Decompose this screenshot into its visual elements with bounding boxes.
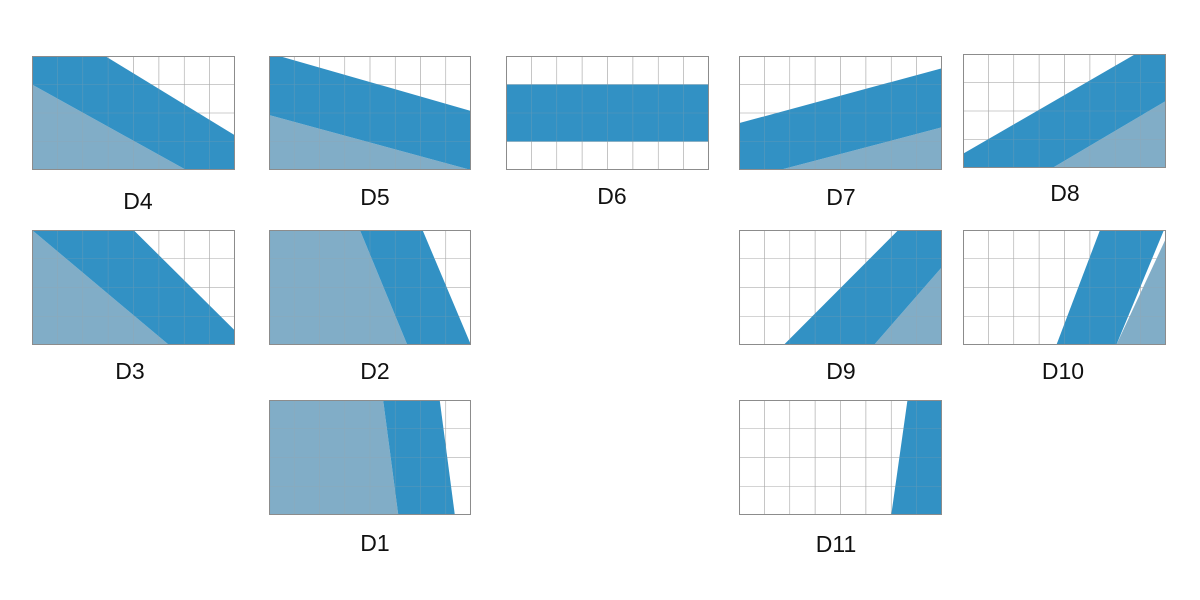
panel-border	[740, 231, 942, 345]
grid-overlay	[506, 56, 709, 170]
panel-d7-label: D7	[826, 184, 856, 210]
panel-d3	[32, 230, 235, 345]
band-region	[32, 230, 235, 345]
panel-d8-label: D8	[1050, 180, 1080, 206]
panel-d5	[269, 56, 471, 170]
panel-d5-label: D5	[360, 184, 390, 210]
panel-d10-label: D10	[1041, 358, 1085, 384]
panel-d9-plot	[739, 230, 942, 345]
panel-border	[740, 57, 942, 170]
panel-d6	[506, 56, 709, 170]
panel-d11	[739, 400, 942, 515]
band-region	[269, 56, 471, 170]
panel-border	[270, 231, 471, 345]
band-region	[783, 230, 942, 345]
panel-d3-plot	[32, 230, 235, 345]
shaded-region	[779, 127, 942, 170]
panel-d8-plot	[963, 54, 1166, 168]
panel-border	[270, 401, 471, 515]
panel-d3-label: D3	[115, 358, 145, 384]
shaded-region	[269, 400, 399, 515]
panel-d2	[269, 230, 471, 345]
band-region	[891, 400, 942, 515]
panel-d10-plot	[963, 230, 1166, 345]
panel-d8	[963, 54, 1166, 168]
grid-overlay	[739, 56, 942, 170]
grid-overlay	[269, 56, 471, 170]
panel-d4-label: D4	[123, 188, 153, 214]
panel-border	[507, 57, 709, 170]
band-region	[383, 400, 455, 515]
panel-border	[33, 57, 235, 170]
grid-overlay	[963, 54, 1166, 168]
grid-overlay	[32, 230, 235, 345]
panel-d2-label: D2	[360, 358, 390, 384]
panel-d4-plot	[32, 56, 235, 170]
panel-d9	[739, 230, 942, 345]
band-region	[32, 56, 235, 170]
panel-border	[740, 401, 942, 515]
panel-d2-plot	[269, 230, 471, 345]
panel-border	[964, 231, 1166, 345]
grid-overlay	[269, 230, 471, 345]
panel-border	[33, 231, 235, 345]
grid-overlay	[963, 230, 1166, 345]
panel-d4	[32, 56, 235, 170]
panel-d10	[963, 230, 1166, 345]
band-region	[506, 84, 709, 142]
panel-d11-plot	[739, 400, 942, 515]
panel-border	[270, 57, 471, 170]
panel-d1	[269, 400, 471, 515]
panel-d1-label: D1	[360, 530, 390, 556]
band-region	[359, 230, 471, 345]
panel-border	[964, 55, 1166, 168]
panel-d11-label: D11	[815, 531, 857, 557]
figure-title	[0, 6, 1200, 34]
band-region	[1056, 230, 1164, 345]
panel-d6-label: D6	[597, 183, 627, 209]
shaded-region	[1052, 100, 1166, 168]
grid-overlay	[32, 56, 235, 170]
panel-d1-plot	[269, 400, 471, 515]
grid-overlay	[739, 400, 942, 515]
panel-d7	[739, 56, 942, 170]
grid-overlay	[269, 400, 471, 515]
shaded-region	[269, 230, 408, 345]
panel-d6-plot	[506, 56, 709, 170]
panel-d9-label: D9	[826, 358, 856, 384]
panel-d7-plot	[739, 56, 942, 170]
band-region	[739, 68, 942, 170]
grid-overlay	[739, 230, 942, 345]
panel-d5-plot	[269, 56, 471, 170]
band-region	[963, 54, 1166, 168]
